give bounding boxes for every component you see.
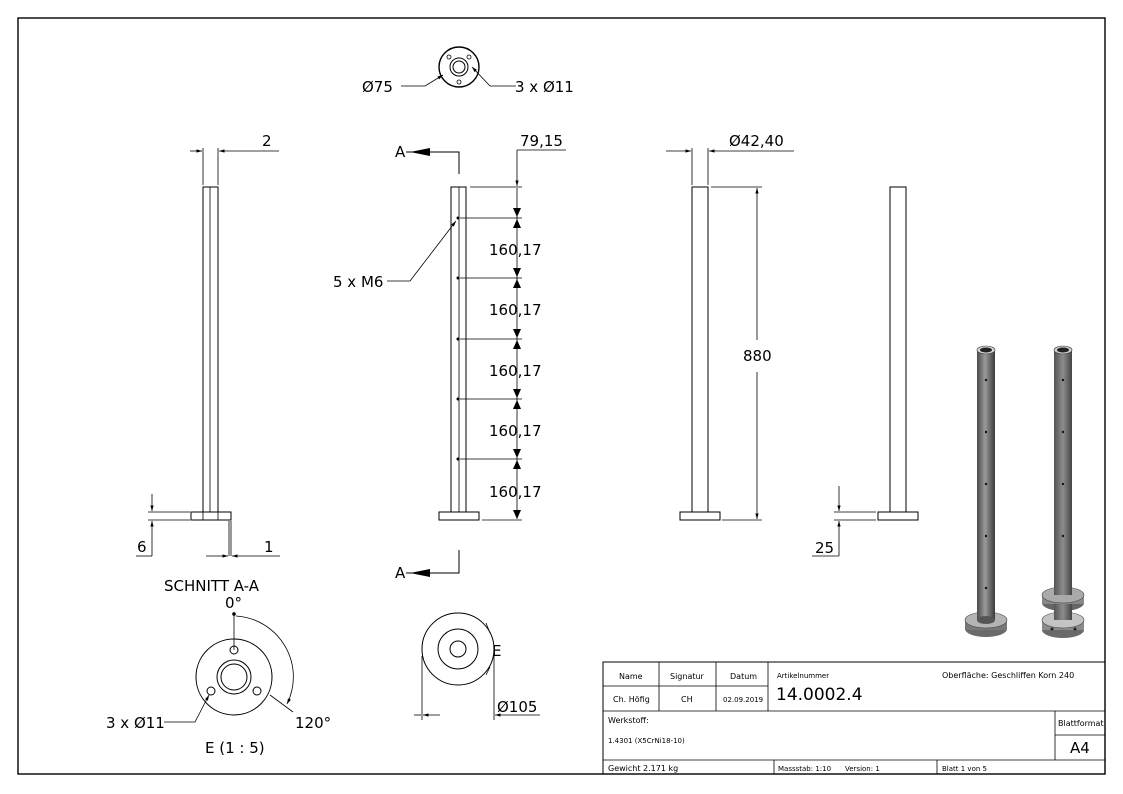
top-view: Ø75 3 x Ø11 — [362, 46, 574, 96]
right-view: 25 — [812, 186, 919, 557]
spacing-label-1: 160,17 — [489, 241, 542, 259]
signatur-value: CH — [681, 695, 693, 704]
side-view: Ø42,40 880 — [666, 132, 794, 521]
tube-diameter-label: Ø42,40 — [729, 132, 784, 150]
datum-value: 02.09.2019 — [723, 696, 763, 704]
top-offset-label: 79,15 — [520, 132, 563, 150]
section-marker-top: A — [395, 143, 406, 161]
height-label: 880 — [743, 347, 772, 365]
blatt-text: Blatt 1 von 5 — [942, 765, 987, 773]
render-3d-left — [964, 345, 1008, 637]
sheet-border — [17, 17, 1106, 775]
section-view: A A 79,15 — [333, 132, 566, 582]
werkstoff-value: 1.4301 (X5CrNi18-10) — [608, 737, 685, 745]
top-outer-dia-label: Ø75 — [362, 78, 393, 96]
section-marker-bottom: A — [395, 564, 406, 582]
angle-zero-label: 0° — [225, 594, 242, 612]
spacing-label-5: 160,17 — [489, 483, 542, 501]
render-3d-right — [1041, 345, 1085, 638]
detail-holes-label: 3 x Ø11 — [106, 714, 165, 732]
spacing-label-4: 160,17 — [489, 422, 542, 440]
massstab-text: Massstab: 1:10 — [778, 765, 831, 773]
signatur-header: Signatur — [670, 672, 705, 681]
spacing-label-2: 160,17 — [489, 301, 542, 319]
datum-header: Datum — [730, 672, 757, 681]
werkstoff-header: Werkstoff: — [608, 716, 649, 725]
base-overhang-label: 1 — [264, 538, 274, 556]
angle-120-label: 120° — [295, 714, 331, 732]
detail-marker: E — [492, 642, 501, 660]
artikel-header: Artikelnummer — [777, 672, 829, 680]
base-thickness-label: 6 — [137, 538, 147, 556]
flange-view: E Ø105 — [414, 612, 540, 720]
front-view: 2 6 1 — [136, 132, 280, 558]
top-holes-label: 3 x Ø11 — [515, 78, 574, 96]
name-header: Name — [619, 672, 643, 681]
base-plate-label: 25 — [815, 539, 834, 557]
oberflaeche-text: Oberfläche: Geschliffen Korn 240 — [942, 671, 1074, 680]
detail-view: SCHNITT A-A 0° 120° 3 x Ø11 E (1 : 5) — [106, 577, 331, 757]
blattformat-value: A4 — [1070, 739, 1090, 757]
flange-diameter-label: Ø105 — [497, 698, 537, 716]
title-block: Name Signatur Datum Ch. Höfig CH 02.09.2… — [602, 661, 1106, 775]
blattformat-header: Blattformat — [1058, 719, 1104, 728]
version-text: Version: 1 — [845, 765, 880, 773]
wall-thickness-label: 2 — [262, 132, 272, 150]
name-value: Ch. Höfig — [613, 695, 650, 704]
section-title: SCHNITT A-A — [164, 577, 260, 595]
thread-label: 5 x M6 — [333, 273, 383, 291]
spacing-label-3: 160,17 — [489, 362, 542, 380]
gewicht-text: Gewicht 2.171 kg — [608, 764, 678, 773]
artikel-number: 14.0002.4 — [776, 685, 863, 705]
detail-title: E (1 : 5) — [205, 739, 265, 757]
